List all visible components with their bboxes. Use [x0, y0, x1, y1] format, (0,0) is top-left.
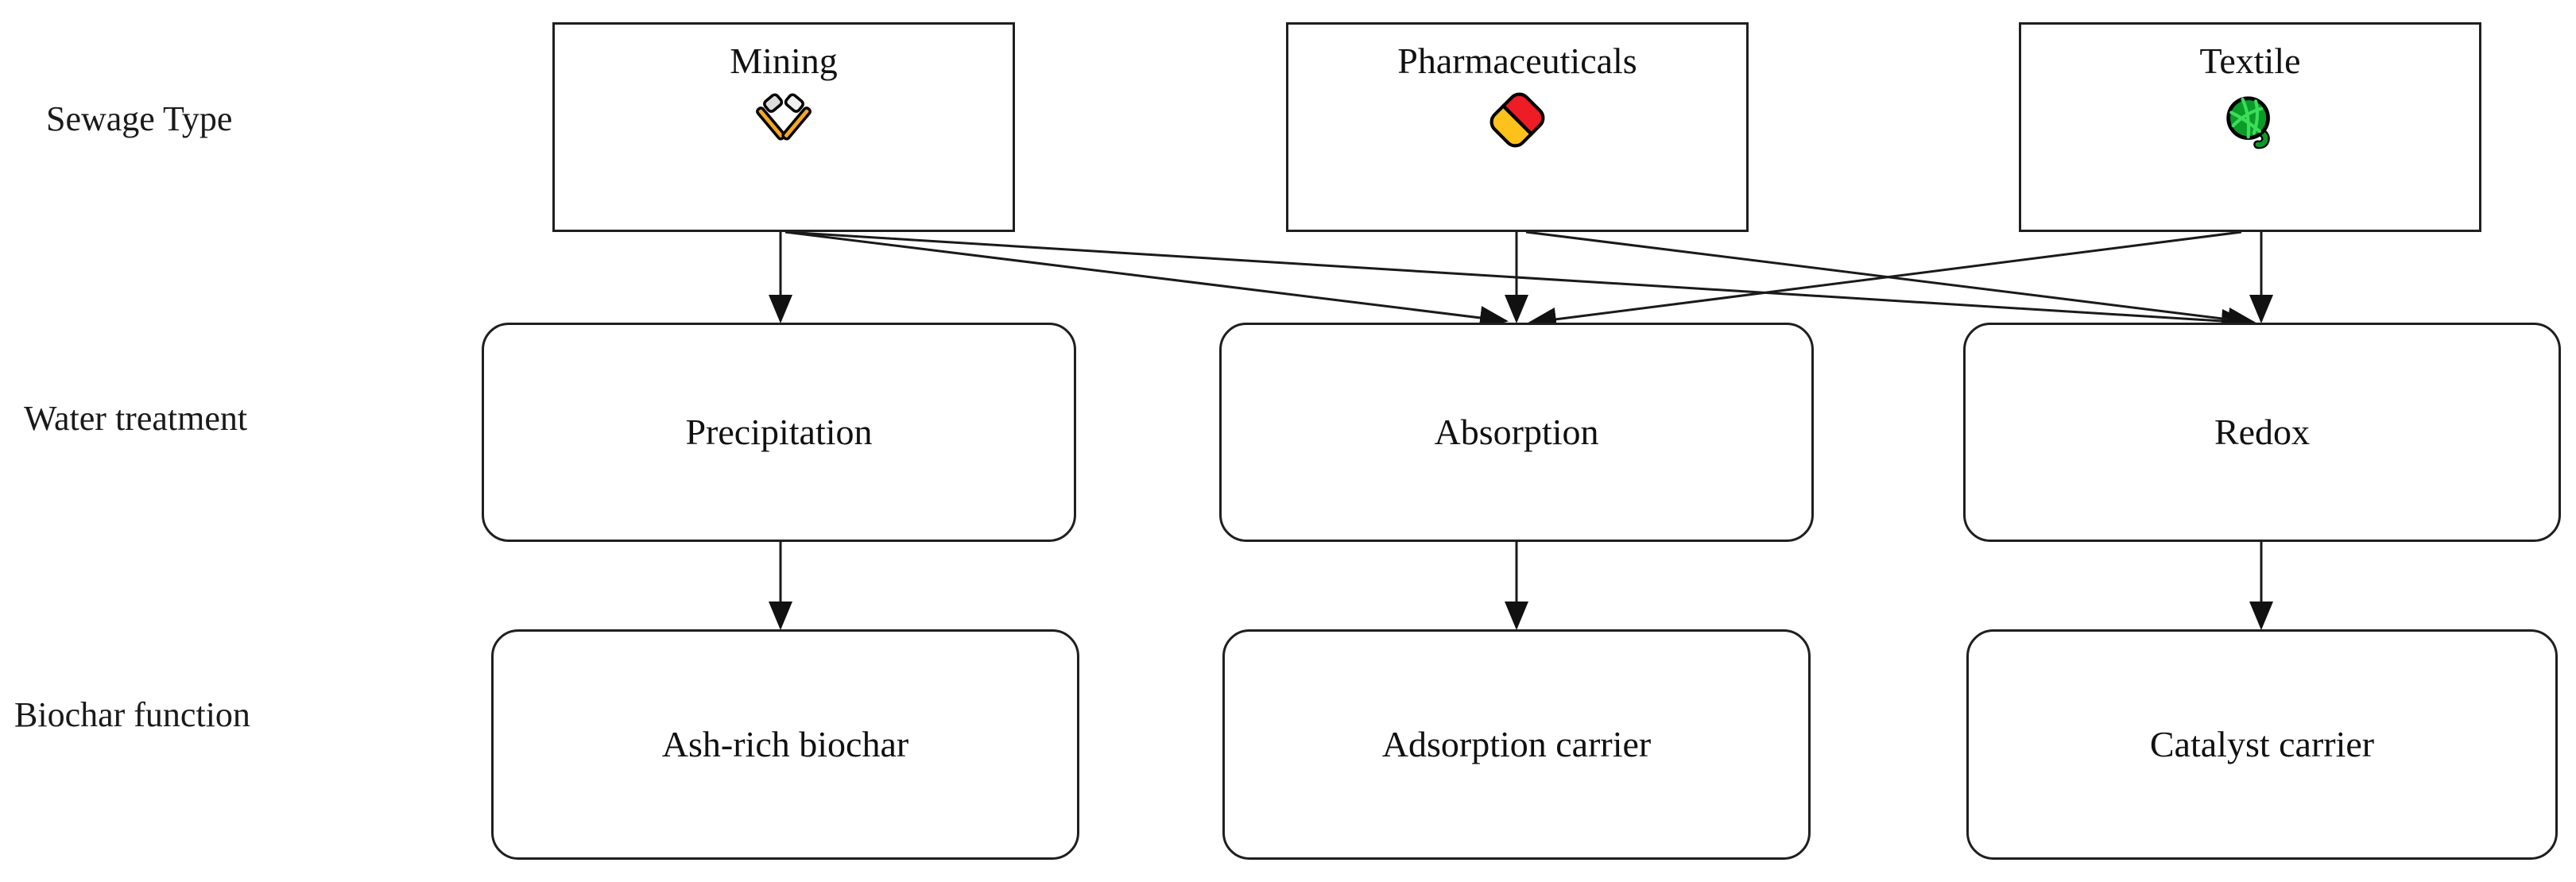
row-label-sewage-type: Sewage Type [46, 99, 233, 138]
node-precipitation[interactable]: Precipitation [482, 323, 1076, 542]
node-pharmaceuticals-label: Pharmaceuticals [1397, 41, 1637, 81]
node-precipitation-label: Precipitation [685, 411, 873, 452]
row-label-water-treatment: Water treatment [24, 399, 248, 438]
hammer-and-pick-icon [752, 88, 815, 152]
node-redox-label: Redox [2214, 411, 2311, 452]
edge-mining-to-absorption [784, 230, 1509, 330]
row-label-biochar-function: Biochar function [14, 695, 250, 734]
yarn-ball-icon [2218, 88, 2282, 152]
node-absorption-label: Absorption [1434, 411, 1599, 452]
node-mining-label: Mining [730, 41, 838, 81]
node-adsorption-carrier-label: Adsorption carrier [1381, 723, 1652, 764]
edge-textile-to-absorption [1528, 230, 2242, 331]
node-adsorption-carrier[interactable]: Adsorption carrier [1222, 629, 1811, 860]
node-absorption[interactable]: Absorption [1219, 323, 1814, 542]
node-redox[interactable]: Redox [1963, 323, 2561, 542]
node-pharmaceuticals[interactable]: Pharmaceuticals [1286, 22, 1749, 232]
node-textile[interactable]: Textile [2019, 22, 2481, 232]
node-ash-rich-biochar-label: Ash-rich biochar [661, 723, 909, 764]
edge-mining-to-redox [784, 230, 2250, 333]
edge-pharmaceuticals-to-redox [1525, 230, 2256, 331]
node-mining[interactable]: Mining [552, 22, 1015, 232]
node-catalyst-carrier[interactable]: Catalyst carrier [1966, 629, 2558, 860]
node-catalyst-carrier-label: Catalyst carrier [2149, 723, 2375, 764]
node-ash-rich-biochar[interactable]: Ash-rich biochar [491, 629, 1079, 860]
pill-icon [1486, 88, 1549, 152]
node-textile-label: Textile [2199, 41, 2301, 81]
